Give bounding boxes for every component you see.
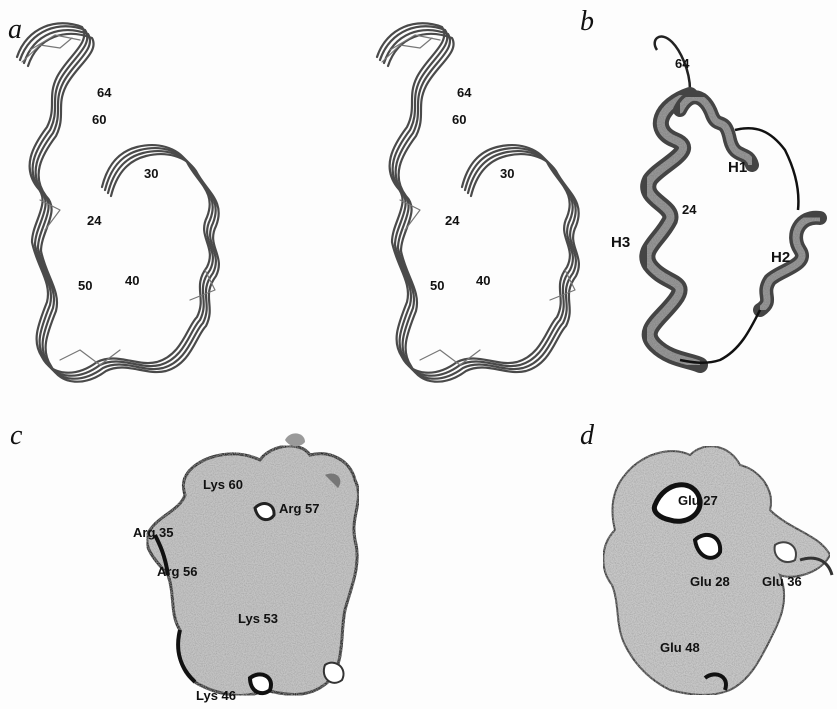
- label-b-h3: H3: [611, 234, 630, 251]
- label-a1-30: 30: [144, 166, 158, 181]
- helix-h1: [680, 97, 752, 165]
- label-b-24: 24: [682, 202, 697, 217]
- label-a2-24: 24: [445, 213, 460, 228]
- label-a1-24: 24: [87, 213, 102, 228]
- panel-d-surface: [603, 446, 832, 695]
- label-a1-64: 64: [97, 85, 112, 100]
- label-c-lys53: Lys 53: [238, 611, 278, 626]
- label-a1-50: 50: [78, 278, 92, 293]
- label-d-glu36: Glu 36: [762, 574, 802, 589]
- panel-a-stereo-right: [377, 23, 579, 381]
- label-c-arg57: Arg 57: [279, 501, 319, 516]
- label-b-h2: H2: [771, 249, 790, 266]
- label-a2-40: 40: [476, 273, 490, 288]
- panel-a-left-labels: 64 60 30 24 50 40: [78, 85, 158, 293]
- label-d-glu28: Glu 28: [690, 574, 730, 589]
- label-c-lys46: Lys 46: [196, 688, 236, 703]
- label-a2-64: 64: [457, 85, 472, 100]
- label-c-lys60: Lys 60: [203, 477, 243, 492]
- panel-b-ribbon: [647, 37, 820, 365]
- label-b-64: 64: [675, 56, 690, 71]
- label-b-h1: H1: [728, 159, 747, 176]
- panel-b-labels: 64 H1 24 H3 H2: [611, 56, 790, 266]
- panel-a-stereo-left: [17, 23, 219, 381]
- label-d-glu27: Glu 27: [678, 493, 718, 508]
- label-c-arg56: Arg 56: [157, 564, 197, 579]
- label-a2-30: 30: [500, 166, 514, 181]
- label-d-glu48: Glu 48: [660, 640, 700, 655]
- helix-h3: [647, 95, 700, 365]
- label-c-arg35: Arg 35: [133, 525, 173, 540]
- label-a1-60: 60: [92, 112, 106, 127]
- label-a2-50: 50: [430, 278, 444, 293]
- label-a2-60: 60: [452, 112, 466, 127]
- label-a1-40: 40: [125, 273, 139, 288]
